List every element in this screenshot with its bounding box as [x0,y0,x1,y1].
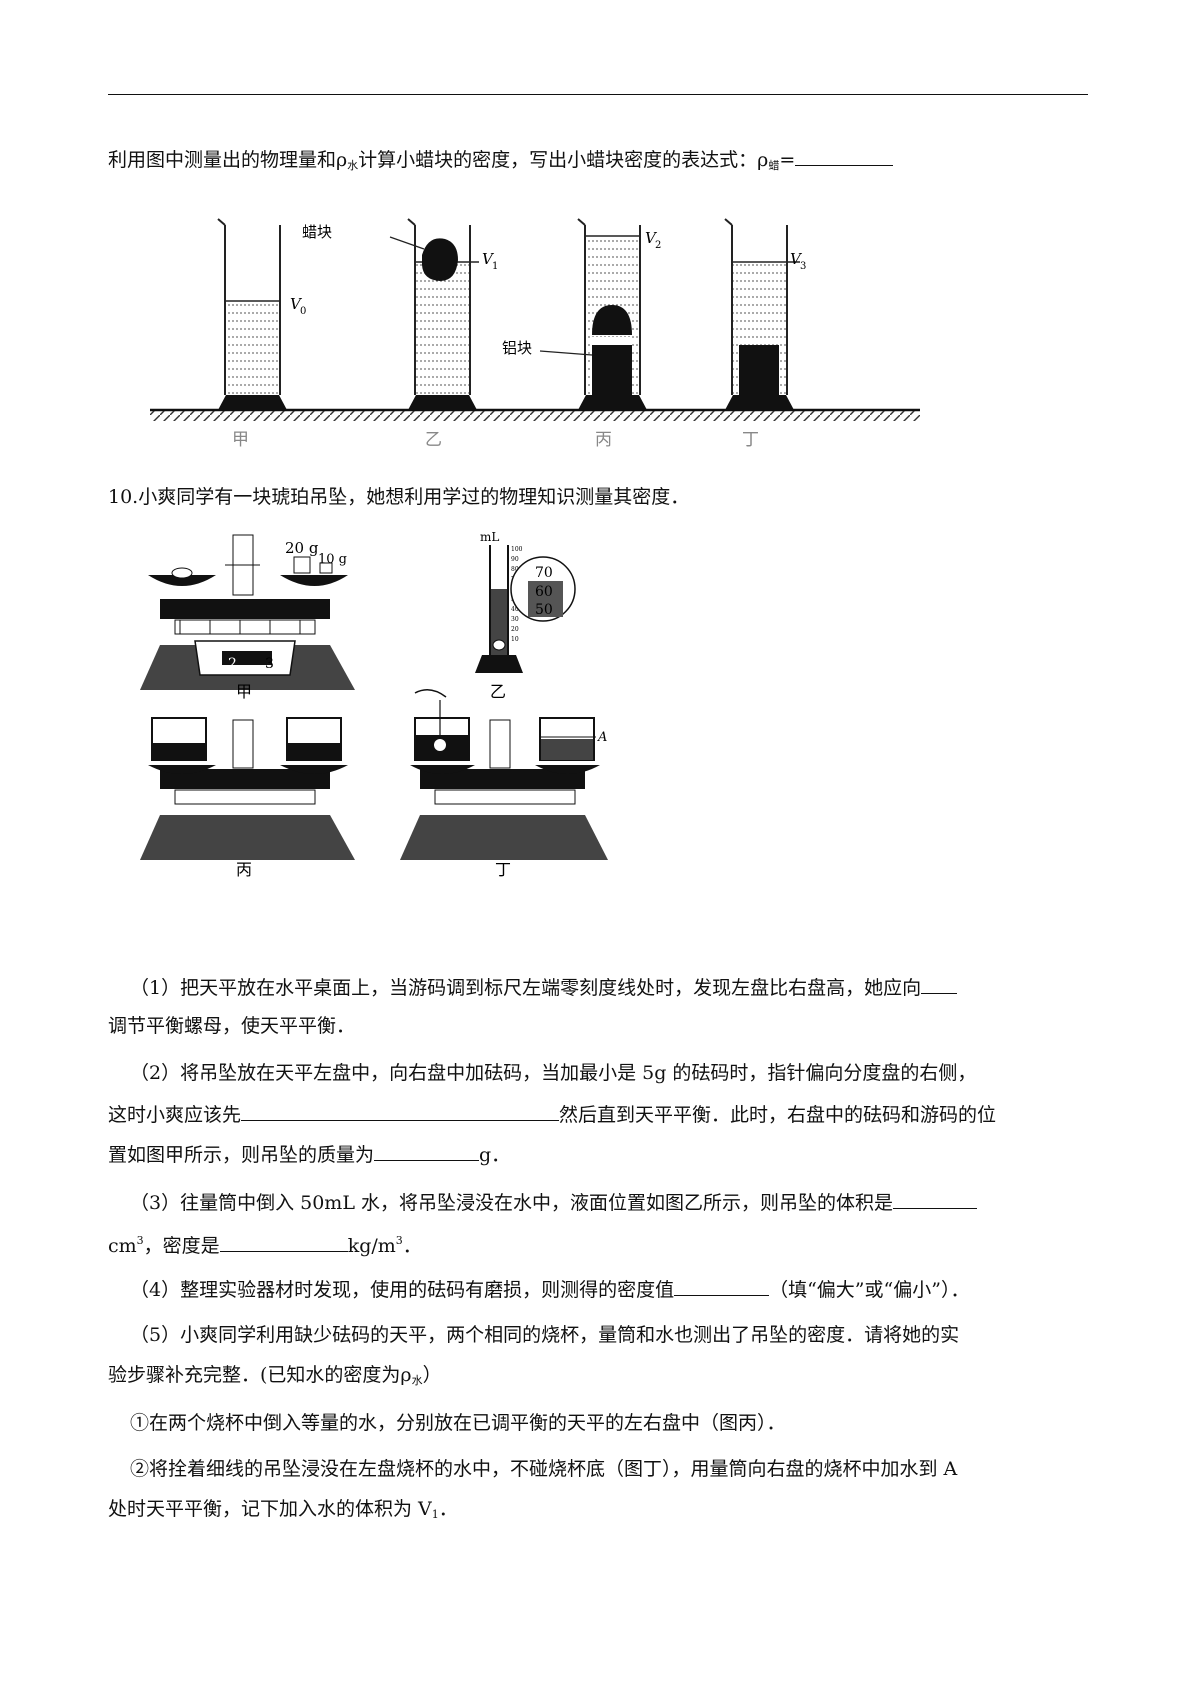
intro-text: 利用图中测量出的物理量和ρ [108,149,348,171]
wax-block-submerged [592,305,632,335]
cylinder-label-jia: 甲 [232,430,249,450]
mark-a: A [597,730,607,745]
wax-block [422,238,458,281]
q10-part2-line1: （2）将吊坠放在天平左盘中，向右盘中加砝码，当加最小是 5g 的砝码时，指针偏向… [130,1062,977,1084]
q2-text-b: 这时小爽应该先 [108,1104,242,1126]
aluminum-block [592,345,632,395]
volume-label-v1: V [482,250,495,268]
hand-holding-thread [414,689,447,698]
q10-part5-line1: （5）小爽同学利用缺少砝码的天平，两个相同的烧杯，量筒和水也测出了吊坠的密度．请… [130,1324,960,1346]
cylinder-scale-100: 100 [511,546,523,553]
rider-scale-3: 3 [265,656,274,672]
step-2-line2: 处时天平平衡，记下加入水的体积为 V1． [108,1496,458,1528]
fig-label-jia: 甲 [236,682,252,701]
step2-v1-sub: 1 [431,1508,439,1521]
balance-bing: 丙 [140,717,355,879]
aluminum-block-2 [739,345,779,395]
q3-unit-cm: cm [108,1235,137,1257]
cylinder-scale-90: 90 [511,556,519,563]
cylinder-scale-40: 40 [511,606,519,613]
rho-water-subscript: 水 [347,159,359,172]
cylinder-scale-80: 80 [511,566,519,573]
cylinder-unit-ml: mL [480,530,499,544]
q3-unit-kgm: kg/m [347,1235,396,1257]
answer-blank-q2-action[interactable] [241,1100,560,1121]
balance-ding: A 丁 [400,689,608,879]
step-2-line1: ②将拴着细线的吊坠浸没在左盘烧杯的水中，不碰烧杯底（图丁），用量筒向右盘的烧杯中… [130,1458,958,1480]
answer-blank-q1[interactable] [921,973,958,994]
cylinder-label-ding: 丁 [742,430,759,450]
volume-label-v2: V [645,229,658,247]
q4-text-b: （填“偏大”或“偏小”）． [769,1279,970,1301]
volume-sub-v2: 2 [655,240,661,251]
volume-sub-v3: 3 [800,261,806,272]
q10-part2-line3: 置如图甲所示，则吊坠的质量为 g． [108,1140,510,1168]
answer-blank-q4[interactable] [674,1275,770,1296]
q3-end: ． [402,1235,422,1257]
zoom-scale-50: 50 [535,602,553,618]
zoom-scale-60: 60 [535,584,553,600]
answer-blank-q2-mass[interactable] [374,1140,480,1161]
step2-text-b: 处时天平平衡，记下加入水的体积为 V [108,1498,432,1520]
answer-blank-density[interactable] [795,145,894,166]
q2-text-d: 置如图甲所示，则吊坠的质量为 [108,1144,375,1166]
q10-part1-line1: （1）把天平放在水平桌面上，当游码调到标尺左端零刻度线处时，发现左盘比右盘高，她… [130,973,958,1001]
cylinder-scale-20: 20 [511,626,519,633]
weight-10g: 10 g [318,552,347,567]
q4-text-a: （4）整理实验器材时发现，使用的砝码有磨损，则测得的密度值 [130,1279,675,1301]
rider-scale-2: 2 [228,656,237,672]
intro-line: 利用图中测量出的物理量和ρ水计算小蜡块的密度，写出小蜡块密度的表达式：ρ蜡= [108,145,894,179]
figure-cylinders: V 0 甲 蜡块 V 1 乙 铝块 V 2 丙 [150,218,920,450]
q1-text: （1）把天平放在水平桌面上，当游码调到标尺左端零刻度线处时，发现左盘比右盘高，她… [130,977,922,999]
q10-part2-line2: 这时小爽应该先 然后直到天平平衡．此时，右盘中的砝码和游码的位 [108,1100,996,1128]
cylinder-jia: V 0 甲 [217,218,306,450]
intro-text-2: 计算小蜡块的密度，写出小蜡块密度的表达式：ρ [358,149,769,171]
cylinder-label-bing: 丙 [595,430,612,450]
q5-text-c: ） [422,1364,442,1386]
q3-text-c: ，密度是 [143,1235,220,1257]
label-wax-block: 蜡块 [302,223,332,241]
q2-unit: g． [479,1144,511,1166]
q3-unit-cm-sup: 3 [136,1234,144,1247]
q10-part3-line1: （3）往量筒中倒入 50mL 水，将吊坠浸没在水中，液面位置如图乙所示，则吊坠的… [130,1188,977,1216]
label-aluminum-block: 铝块 [502,339,532,357]
fig-label-ding: 丁 [495,860,511,879]
equals-sign: = [779,149,796,171]
volume-sub-v0: 0 [300,306,306,317]
q10-part5-line2: 验步骤补充完整．(已知水的密度为ρ水） [108,1362,442,1394]
cylinder-ding: V 3 丁 [724,218,806,450]
fig-label-yi: 乙 [490,682,506,701]
volume-label-v3: V [790,250,803,268]
rho-wax-subscript: 蜡 [768,159,780,172]
header-rule [108,94,1088,95]
q10-title: 10.小爽同学有一块琥珀吊坠，她想利用学过的物理知识测量其密度． [108,486,690,508]
q5-rho-sub: 水 [411,1374,423,1387]
balance-jia: 20 g 10 g 2 3 甲 [140,534,355,701]
volume-label-v0: V [290,295,303,313]
answer-blank-q3-volume[interactable] [892,1188,977,1209]
step2-end: ． [438,1498,458,1520]
zoom-scale-70: 70 [535,565,553,581]
step-1: ①在两个烧杯中倒入等量的水，分别放在已调平衡的天平的左右盘中（图丙）． [130,1412,786,1434]
measuring-cylinder-yi: mL 100 90 80 70 60 50 40 30 20 10 70 60 … [475,530,576,701]
cylinder-yi: 蜡块 V 1 乙 [302,218,498,450]
weight-20g: 20 g [285,539,319,557]
q2-text-c: 然后直到天平平衡．此时，右盘中的砝码和游码的位 [559,1104,997,1126]
q3-unit-kgm-sup: 3 [395,1234,403,1247]
q5-text-b: 验步骤补充完整．(已知水的密度为ρ [108,1364,412,1386]
cylinder-scale-10: 10 [511,636,519,643]
cylinder-bing: 铝块 V 2 丙 [502,218,661,450]
volume-sub-v1: 1 [492,261,498,272]
answer-blank-q3-density[interactable] [219,1231,348,1252]
figure-balances: 20 g 10 g 2 3 甲 mL 100 90 80 70 60 50 40… [140,530,608,879]
q3-text-a: （3）往量筒中倒入 50mL 水，将吊坠浸没在水中，液面位置如图乙所示，则吊坠的… [130,1192,893,1214]
fig-label-bing: 丙 [236,860,252,879]
q10-part1-line2: 调节平衡螺母，使天平平衡． [108,1015,356,1037]
cylinder-label-yi: 乙 [425,430,442,450]
q10-part4-line: （4）整理实验器材时发现，使用的砝码有磨损，则测得的密度值 （填“偏大”或“偏小”… [130,1275,969,1303]
cylinder-scale-30: 30 [511,616,519,623]
